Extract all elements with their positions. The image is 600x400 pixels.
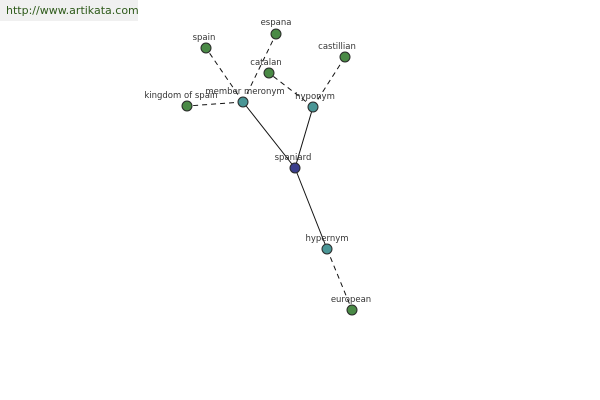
graph-edges [186, 33, 353, 311]
relation-circle-hypernym[interactable] [321, 243, 333, 255]
edge-member-meronym-espana [242, 33, 277, 103]
word-node-catalan[interactable]: catalan [250, 58, 282, 79]
edge-hypernym-european [326, 248, 353, 311]
edge-member-meronym-spain [205, 47, 244, 103]
edge-spaniard-hyponym [294, 106, 314, 169]
edge-member-meronym-kingdom-of-spain [186, 101, 244, 107]
word-label-catalan: catalan [250, 58, 281, 68]
word-label-kingdom-of-spain: kingdom of spain [144, 91, 217, 101]
center-circle-spaniard[interactable] [289, 162, 301, 174]
relation-node-hypernym[interactable]: hypernym [305, 234, 349, 255]
edge-hyponym-castillian [312, 56, 346, 108]
word-label-espana: espana [261, 18, 292, 28]
word-circle-european[interactable] [346, 304, 358, 316]
word-node-kingdom-of-spain[interactable]: kingdom of spain [144, 91, 218, 112]
relation-label-hyponym: hyponym [295, 92, 335, 102]
edge-spaniard-hypernym [294, 167, 328, 250]
word-node-espana[interactable]: espana [261, 18, 292, 40]
edge-hyponym-catalan [268, 72, 314, 108]
graph-nodes: spaniard member meronym hyponym hypernym spa… [144, 18, 371, 316]
word-circle-espana[interactable] [270, 28, 282, 40]
relation-circle-hyponym[interactable] [307, 101, 319, 113]
word-node-spain[interactable]: spain [193, 33, 216, 54]
word-label-european: european [331, 295, 371, 305]
word-circle-castillian[interactable] [339, 51, 351, 63]
word-circle-catalan[interactable] [263, 67, 275, 79]
relation-node-hyponym[interactable]: hyponym [295, 92, 335, 113]
word-node-castillian[interactable]: castillian [318, 42, 356, 63]
source-banner: http://www.artikata.com [0, 0, 139, 21]
word-label-spain: spain [193, 33, 216, 43]
relation-label-hypernym: hypernym [305, 234, 348, 244]
word-circle-spain[interactable] [200, 42, 212, 54]
source-link[interactable]: http://www.artikata.com [6, 4, 139, 17]
center-label-spaniard: spaniard [275, 153, 312, 163]
relation-node-member-meronym[interactable]: member meronym [205, 87, 285, 108]
word-circle-kingdom-of-spain[interactable] [181, 100, 193, 112]
word-label-castillian: castillian [318, 42, 356, 52]
edge-spaniard-member-meronym [242, 101, 296, 169]
relation-circle-member-meronym[interactable] [237, 96, 249, 108]
center-node-spaniard[interactable]: spaniard [275, 153, 312, 174]
word-node-european[interactable]: european [331, 295, 371, 316]
relation-label-member-meronym: member meronym [205, 87, 284, 97]
